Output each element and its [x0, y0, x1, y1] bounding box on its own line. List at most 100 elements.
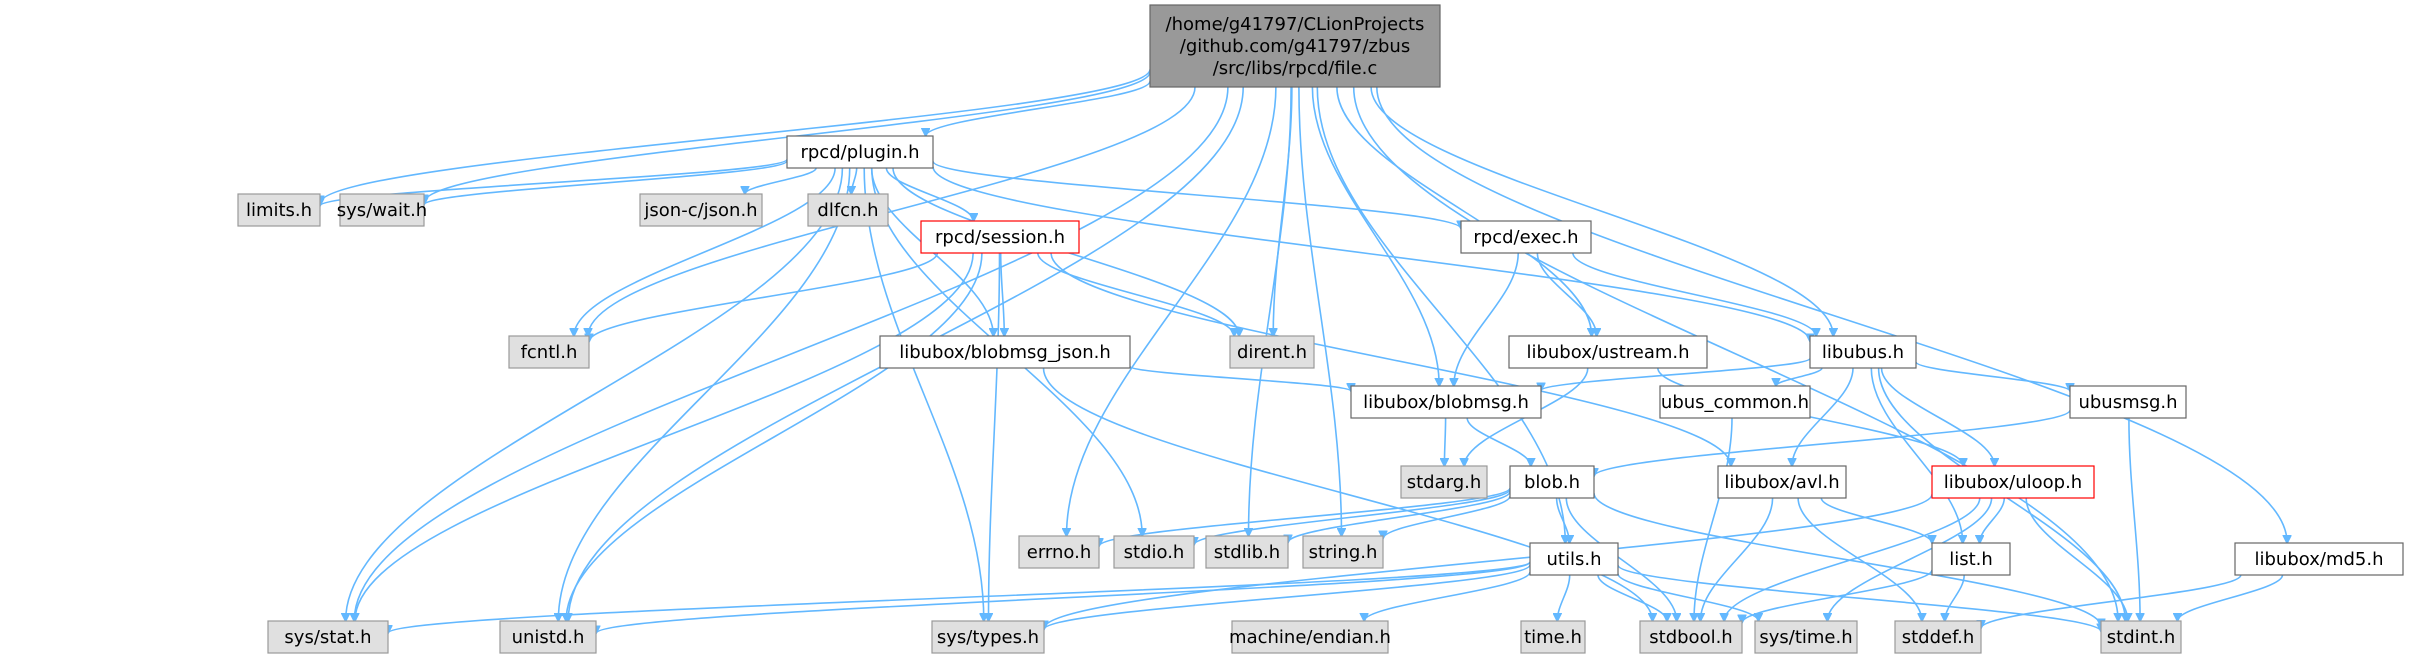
- node-box[interactable]: [1894, 620, 1982, 654]
- node-session[interactable]: rpcd/session.h: [920, 220, 1080, 254]
- node-label: stdio.h: [1124, 542, 1185, 563]
- node-limits[interactable]: limits.h: [237, 193, 321, 227]
- node-stdlib[interactable]: stdlib.h: [1205, 535, 1289, 569]
- node-box[interactable]: [499, 620, 597, 654]
- node-label: json-c/json.h: [643, 200, 757, 221]
- node-box[interactable]: [1717, 465, 1847, 499]
- node-label: libubox/avl.h: [1724, 472, 1839, 493]
- edge-session-to-systypes: [989, 252, 1001, 621]
- edge-path: [1249, 86, 1292, 536]
- node-label: utils.h: [1547, 549, 1602, 570]
- node-label: machine/endian.h: [1229, 627, 1391, 648]
- node-dlfcn[interactable]: dlfcn.h: [807, 193, 889, 227]
- node-avl[interactable]: libubox/avl.h: [1717, 465, 1847, 499]
- node-box[interactable]: [931, 620, 1045, 654]
- node-syswait[interactable]: sys/wait.h: [337, 193, 427, 227]
- edge-path: [1915, 361, 2070, 391]
- node-stdint[interactable]: stdint.h: [2100, 620, 2182, 654]
- edge-uloop-to-systime: [1827, 497, 1993, 621]
- node-box[interactable]: [1205, 535, 1289, 569]
- node-box[interactable]: [267, 620, 389, 654]
- node-systypes[interactable]: sys/types.h: [931, 620, 1045, 654]
- edge-session-to-blobmsgjson: [1001, 252, 1005, 336]
- node-plugin[interactable]: rpcd/plugin.h: [786, 135, 934, 169]
- node-box[interactable]: [879, 335, 1131, 369]
- edge-path: [1820, 497, 1932, 543]
- node-root[interactable]: /home/g41797/CLionProjects/github.com/g4…: [1149, 4, 1441, 88]
- node-box[interactable]: [1460, 220, 1592, 254]
- node-box[interactable]: [508, 335, 590, 369]
- node-box[interactable]: [1149, 4, 1441, 88]
- node-utils[interactable]: utils.h: [1529, 542, 1619, 576]
- node-string[interactable]: string.h: [1302, 535, 1384, 569]
- node-box[interactable]: [1231, 620, 1389, 654]
- node-box[interactable]: [1302, 535, 1384, 569]
- node-box[interactable]: [786, 135, 934, 169]
- node-blobmsg[interactable]: libubox/blobmsg.h: [1350, 385, 1542, 419]
- edge-path: [1364, 571, 1531, 621]
- edge-path: [354, 86, 1229, 621]
- node-stdarg[interactable]: stdarg.h: [1400, 465, 1488, 499]
- node-machend[interactable]: machine/endian.h: [1229, 620, 1391, 654]
- edge-path: [1129, 365, 1351, 391]
- node-uloop[interactable]: libubox/uloop.h: [1931, 465, 2095, 499]
- node-time[interactable]: time.h: [1520, 620, 1586, 654]
- node-list[interactable]: list.h: [1931, 542, 2011, 576]
- node-stdbool[interactable]: stdbool.h: [1639, 620, 1743, 654]
- node-blobmsgjson[interactable]: libubox/blobmsg_json.h: [879, 335, 1131, 369]
- node-libubus[interactable]: libubus.h: [1809, 335, 1917, 369]
- node-box[interactable]: [339, 193, 425, 227]
- node-blob[interactable]: blob.h: [1509, 465, 1595, 499]
- edge-utils-to-unistd: [596, 561, 1531, 633]
- node-box[interactable]: [1113, 535, 1195, 569]
- node-box[interactable]: [2100, 620, 2182, 654]
- node-box[interactable]: [2069, 385, 2187, 419]
- node-dirent[interactable]: dirent.h: [1229, 335, 1315, 369]
- node-md5[interactable]: libubox/md5.h: [2234, 542, 2404, 576]
- edge-path: [1311, 86, 1439, 386]
- edge-plugin-to-dlfcn: [851, 167, 858, 194]
- node-box[interactable]: [1639, 620, 1743, 654]
- node-box[interactable]: [639, 193, 763, 227]
- node-ubuscommon[interactable]: ubus_common.h: [1659, 385, 1811, 419]
- edge-path: [1050, 252, 1731, 466]
- node-box[interactable]: [1018, 535, 1100, 569]
- node-box[interactable]: [1659, 385, 1811, 419]
- node-box[interactable]: [1931, 542, 2011, 576]
- node-box[interactable]: [237, 193, 321, 227]
- node-box[interactable]: [1400, 465, 1488, 499]
- node-stddef[interactable]: stddef.h: [1894, 620, 1982, 654]
- edge-ubusmsg-to-blob: [1594, 409, 2071, 476]
- edge-path: [1792, 367, 1854, 466]
- edge-path: [1298, 86, 1342, 536]
- node-box[interactable]: [807, 193, 889, 227]
- node-stdio[interactable]: stdio.h: [1113, 535, 1195, 569]
- node-box[interactable]: [1229, 335, 1315, 369]
- edge-list-to-stdbool: [1742, 569, 1933, 623]
- node-box[interactable]: [920, 220, 1080, 254]
- node-box[interactable]: [1754, 620, 1858, 654]
- edge-path: [1383, 495, 1511, 538]
- edge-md5-to-stdint: [2178, 574, 2284, 621]
- node-box[interactable]: [1529, 542, 1619, 576]
- node-ustream[interactable]: libubox/ustream.h: [1508, 335, 1708, 369]
- node-unistd[interactable]: unistd.h: [499, 620, 597, 654]
- edge-path: [1617, 564, 2101, 631]
- node-jsonc[interactable]: json-c/json.h: [639, 193, 763, 227]
- node-sysstat[interactable]: sys/stat.h: [267, 620, 389, 654]
- node-box[interactable]: [1350, 385, 1542, 419]
- node-box[interactable]: [2234, 542, 2404, 576]
- node-label: rpcd/session.h: [935, 227, 1065, 248]
- node-exec[interactable]: rpcd/exec.h: [1460, 220, 1592, 254]
- node-systime[interactable]: sys/time.h: [1754, 620, 1858, 654]
- node-box[interactable]: [1809, 335, 1917, 369]
- node-fcntl[interactable]: fcntl.h: [508, 335, 590, 369]
- node-box[interactable]: [1509, 465, 1595, 499]
- edge-utils-to-stdint: [1617, 564, 2101, 631]
- node-errno[interactable]: errno.h: [1018, 535, 1100, 569]
- node-box[interactable]: [1508, 335, 1708, 369]
- edge-path: [1536, 252, 1596, 336]
- node-ubusmsg[interactable]: ubusmsg.h: [2069, 385, 2187, 419]
- node-box[interactable]: [1931, 465, 2095, 499]
- node-box[interactable]: [1520, 620, 1586, 654]
